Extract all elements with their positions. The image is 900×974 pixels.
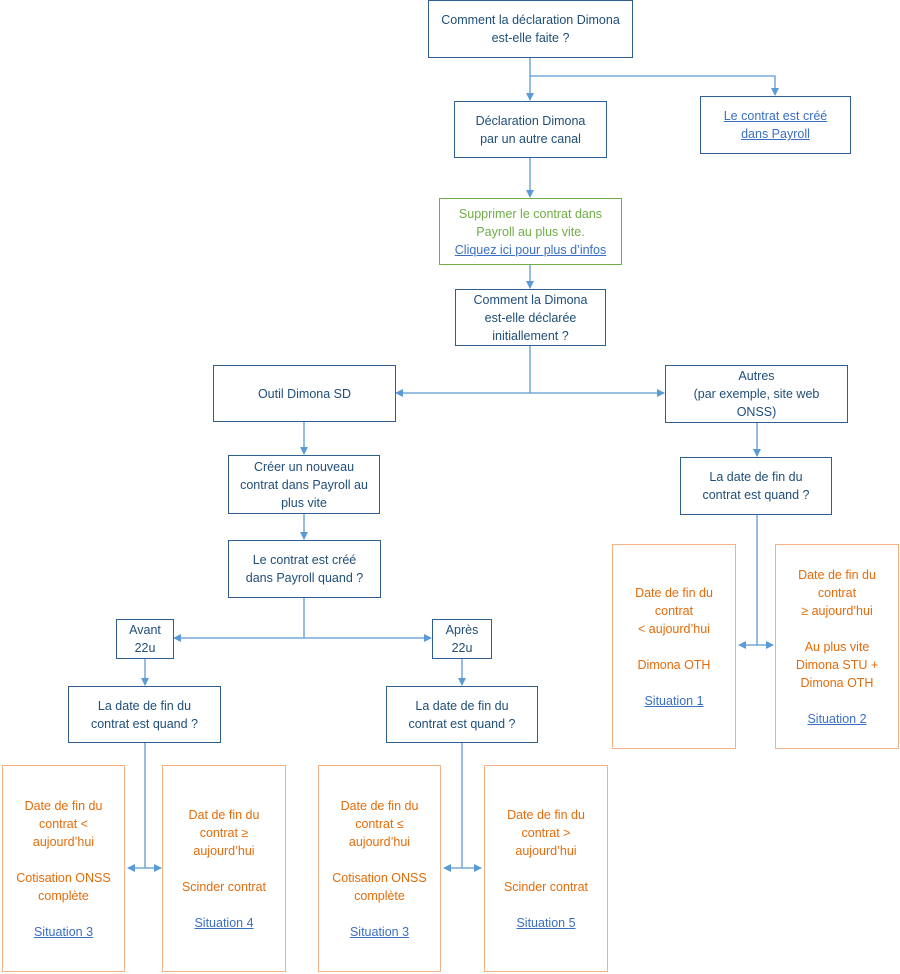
text-line: Déclaration Dimona	[475, 113, 586, 128]
text-line: contrat >	[521, 825, 571, 840]
situation-5-link[interactable]: Situation 5	[516, 915, 576, 930]
q-fin-mid-box: La date de fin du contrat est quand ?	[386, 686, 538, 743]
text-line: ≥ aujourd’hui	[801, 603, 873, 618]
text-line: Créer un nouveau	[253, 459, 355, 474]
text-line: contrat ≤	[355, 816, 404, 831]
avant-box: Avant 22u	[116, 619, 174, 659]
text-line: contrat est quand ?	[408, 716, 516, 731]
q-quand-box: Le contrat est créé dans Payroll quand ?	[228, 540, 381, 598]
text-line: aujourd’hui	[515, 843, 577, 858]
payroll-created-link[interactable]: Le contrat est créé	[723, 109, 828, 123]
text-line: est-elle déclarée	[484, 310, 577, 325]
creer-box: Créer un nouveau contrat dans Payroll au…	[228, 455, 380, 514]
text-line: Date de fin du	[340, 798, 419, 813]
text-line: Date de fin du	[24, 798, 103, 813]
text-line: Dimona OTH	[637, 657, 711, 672]
situation-3a-box: Date de fin du contrat < aujourd’hui Cot…	[2, 765, 125, 972]
text-line: contrat ≥	[199, 825, 249, 840]
text-line: aujourd’hui	[348, 834, 411, 849]
text-line: complète	[354, 888, 405, 903]
text-line: Cotisation ONSS	[16, 870, 111, 885]
q-fin-left-box: La date de fin du contrat est quand ?	[68, 686, 221, 743]
text-line: contrat	[654, 603, 694, 618]
text-line: 22u	[134, 641, 156, 655]
text-line: contrat est quand ?	[702, 488, 810, 502]
text-line: Le contrat est créé	[252, 553, 357, 567]
text-line: Dimona STU +	[795, 657, 879, 672]
text-line: La date de fin du	[709, 470, 803, 484]
text-line: Dat de fin du	[188, 807, 260, 822]
q-initial-box: Comment la Dimona est-elle déclarée init…	[455, 289, 606, 346]
text-line: Date de fin du	[798, 567, 876, 582]
text-line: dans Payroll quand ?	[245, 571, 364, 585]
text-line: Payroll au plus vite.	[476, 224, 585, 239]
situation-5-box: Date de fin du contrat > aujourd’hui Sci…	[484, 765, 608, 972]
situation-2-box: Date de fin du contrat ≥ aujourd’hui Au …	[775, 544, 899, 749]
text-line: ONSS)	[736, 405, 777, 419]
text-line: contrat est quand ?	[90, 716, 199, 731]
text-line: Scinder contrat	[181, 879, 267, 894]
apres-box: Après 22u	[432, 619, 492, 659]
situation-3-link[interactable]: Situation 3	[349, 924, 410, 939]
text-line: aujourd’hui	[32, 834, 95, 849]
text-line: La date de fin du	[415, 698, 509, 713]
text-line: est-elle faite ?	[491, 31, 570, 45]
supprimer-box: Supprimer le contrat dans Payroll au plu…	[439, 198, 622, 265]
payroll-created-box: Le contrat est créé dans Payroll	[700, 96, 851, 154]
more-info-link[interactable]: Cliquez ici pour plus d’infos	[454, 242, 607, 257]
text-line: Au plus vite	[804, 639, 870, 654]
text-line: contrat	[817, 585, 857, 600]
text-line: Après	[445, 623, 479, 637]
text-line: aujourd’hui	[193, 843, 255, 858]
outil-sd-box: Outil Dimona SD	[213, 365, 396, 422]
text-line: Cotisation ONSS	[332, 870, 427, 885]
text-line: Date de fin du	[507, 807, 585, 822]
situation-2-link[interactable]: Situation 2	[807, 711, 867, 726]
text-line: La date de fin du	[97, 698, 192, 713]
text-line: contrat <	[39, 816, 88, 831]
text-line: Avant	[129, 623, 161, 637]
text-line: Autres	[738, 369, 775, 383]
text-line: Scinder contrat	[503, 879, 589, 894]
text-line: contrat dans Payroll au	[240, 477, 368, 492]
situation-3b-box: Date de fin du contrat ≤ aujourd’hui Cot…	[318, 765, 441, 972]
q-dimona-box: Comment la déclaration Dimona est-elle f…	[428, 0, 633, 58]
text-line: complète	[38, 888, 89, 903]
text-line: Date de fin du	[635, 585, 713, 600]
text-line: plus vite	[281, 495, 327, 510]
situation-3-link[interactable]: Situation 3	[33, 924, 94, 939]
arrow-q-to-payroll	[530, 75, 779, 96]
text-line: Outil Dimona SD	[257, 386, 352, 401]
text-line: (par exemple, site web	[693, 387, 820, 401]
situation-4-box: Dat de fin du contrat ≥ aujourd’hui Scin…	[162, 765, 286, 972]
text-line: < aujourd’hui	[638, 621, 710, 636]
q-fin-right-box: La date de fin du contrat est quand ?	[680, 457, 832, 515]
situation-4-link[interactable]: Situation 4	[194, 915, 254, 930]
text-line: par un autre canal	[480, 131, 581, 146]
text-line: Dimona OTH	[800, 675, 874, 690]
autre-canal-box: Déclaration Dimona par un autre canal	[454, 101, 607, 158]
text-line: initiallement ?	[492, 328, 569, 343]
text-line: Comment la déclaration Dimona	[441, 13, 620, 27]
situation-1-link[interactable]: Situation 1	[644, 693, 704, 708]
payroll-created-link[interactable]: dans Payroll	[741, 127, 810, 141]
text-line: 22u	[451, 641, 473, 655]
text-line: Supprimer le contrat dans	[458, 206, 603, 221]
autres-box: Autres (par exemple, site web ONSS)	[665, 365, 848, 423]
text-line: Comment la Dimona	[473, 292, 588, 307]
situation-1-box: Date de fin du contrat < aujourd’hui Dim…	[612, 544, 736, 749]
